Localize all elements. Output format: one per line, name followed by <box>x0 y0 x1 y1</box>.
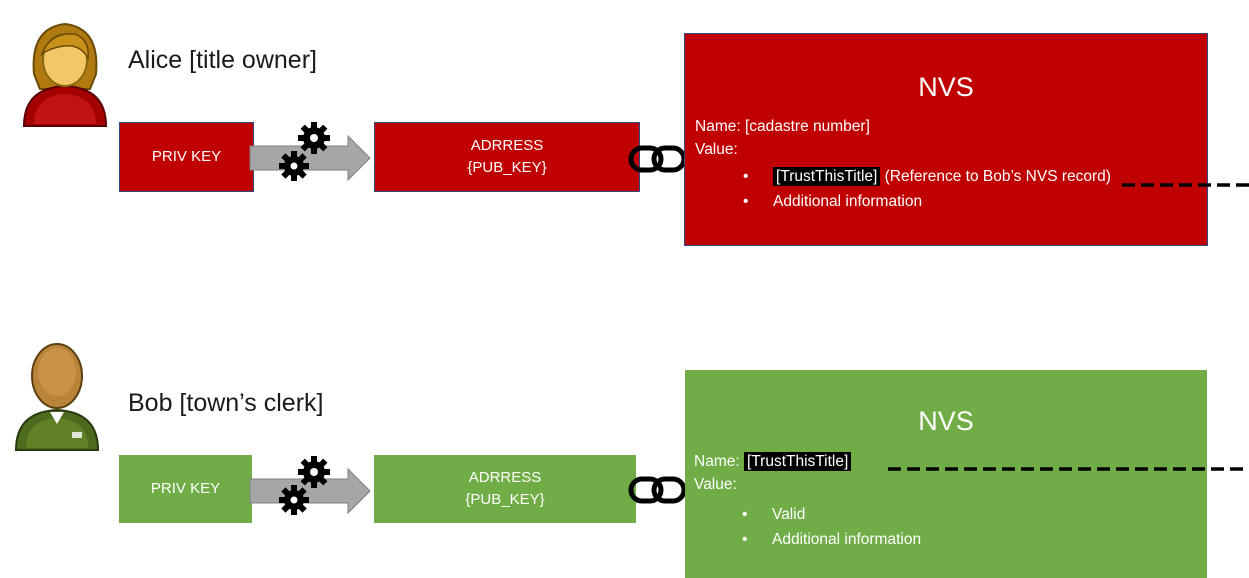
alice-reference-dashed-line <box>1122 175 1249 187</box>
bob-gears-icon <box>276 452 336 522</box>
bob-chain-link-icon <box>628 475 688 505</box>
bullet-icon: • <box>742 531 748 548</box>
alice-priv-key-label: PRIV KEY <box>151 148 222 165</box>
bob-trust-this-title-highlight: [TrustThisTitle] <box>743 452 852 471</box>
bob-nvs-name-prefix: Name: <box>694 453 744 470</box>
alice-name: Alice [title owner] <box>128 46 317 74</box>
alice-trust-this-title-highlight: [TrustThisTitle] <box>773 167 881 186</box>
bob-pubkey-label: {PUB_KEY} <box>465 491 545 508</box>
alice-additional-info: Additional information <box>773 193 923 210</box>
alice-nvs-name: Name: [cadastre number] <box>695 118 870 135</box>
bob-additional-info: Additional information <box>772 531 922 548</box>
bob-valid-text: Valid <box>772 506 806 523</box>
bullet-icon: • <box>742 506 748 523</box>
bob-address-box: ADRRESS {PUB_KEY} <box>374 455 636 523</box>
alice-address-label: ADRRESS <box>470 137 544 154</box>
alice-nvs-record: NVS Name: [cadastre number] Value: • [Tru… <box>684 33 1208 246</box>
bullet-icon: • <box>743 168 749 185</box>
bob-address-label: ADRRESS <box>468 469 542 486</box>
bob-nvs-bullet-additional: • Additional information <box>742 528 921 551</box>
alice-reference-text: (Reference to Bob’s NVS record) <box>880 168 1111 185</box>
bob-nvs-bullet-valid: • Valid <box>742 503 805 526</box>
alice-pubkey-label: {PUB_KEY} <box>467 159 547 176</box>
alice-nvs-bullet-additional: • Additional information <box>743 190 922 213</box>
alice-avatar-icon <box>20 14 110 130</box>
bob-nvs-value-label: Value: <box>694 476 737 493</box>
bob-priv-key-label: PRIV KEY <box>150 480 221 497</box>
bob-nvs-record: NVS Name: [TrustThisTitle] Value: • Valid… <box>685 370 1207 578</box>
alice-address-box: ADRRESS {PUB_KEY} <box>374 122 640 192</box>
bob-reference-dashed-line <box>888 459 1249 471</box>
bullet-icon: • <box>743 193 749 210</box>
alice-priv-key-box: PRIV KEY <box>119 122 254 192</box>
bob-nvs-name: Name: [TrustThisTitle] <box>694 450 852 473</box>
bob-priv-key-box: PRIV KEY <box>119 455 252 523</box>
bob-name: Bob [town’s clerk] <box>128 389 324 417</box>
bob-nvs-title: NVS <box>918 406 974 436</box>
alice-nvs-bullet-reference: • [TrustThisTitle] (Reference to Bob’s NV… <box>743 165 1111 188</box>
alice-nvs-title: NVS <box>918 72 974 102</box>
alice-nvs-value-label: Value: <box>695 141 738 158</box>
bob-avatar-icon <box>12 332 102 454</box>
alice-chain-link-icon <box>628 144 688 174</box>
alice-gears-icon <box>276 118 336 188</box>
